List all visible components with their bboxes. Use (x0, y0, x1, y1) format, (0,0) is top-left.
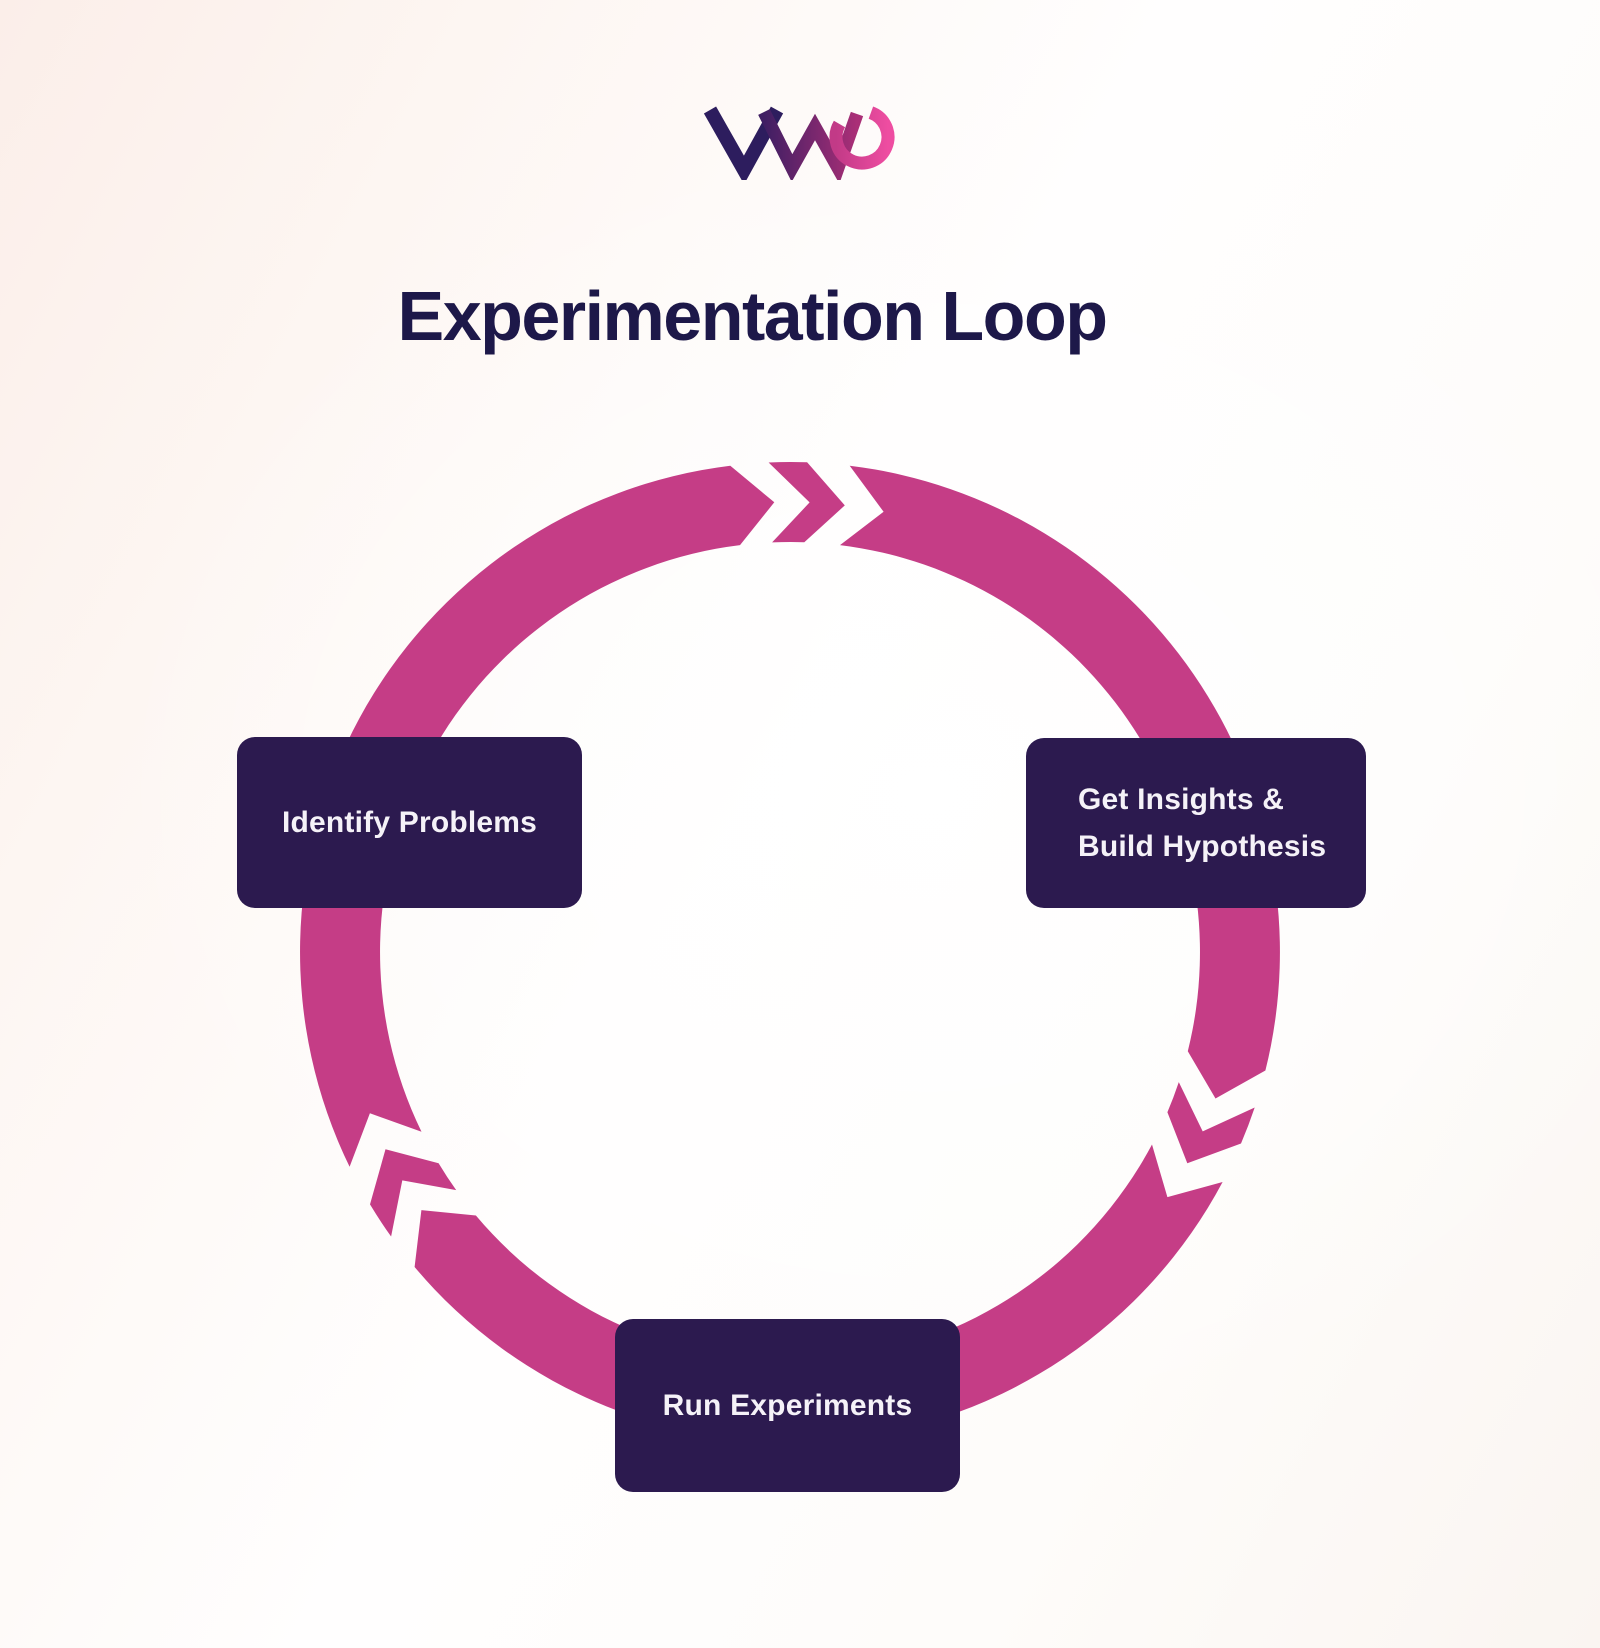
vwo-logo-o (829, 106, 895, 170)
vwo-logo (703, 106, 895, 180)
step-get-insights-build-hypothesis: Get Insights & Build Hypothesis (1026, 738, 1366, 908)
chevron-arrow-icon (1167, 1082, 1255, 1164)
step-label: Identify Problems (281, 806, 538, 839)
page-title: Experimentation Loop (397, 277, 1108, 355)
step-label-line-2: Build Hypothesis (1078, 830, 1327, 863)
step-label: Run Experiments (662, 1389, 913, 1422)
ring-segment (300, 465, 775, 1167)
step-run-experiments: Run Experiments (615, 1319, 960, 1492)
step-identify-problems: Identify Problems (237, 737, 582, 908)
chevron-arrow-icon (768, 462, 845, 543)
chevron-arrow-icon (370, 1149, 457, 1237)
step-label-line-1: Get Insights & (1078, 783, 1285, 816)
